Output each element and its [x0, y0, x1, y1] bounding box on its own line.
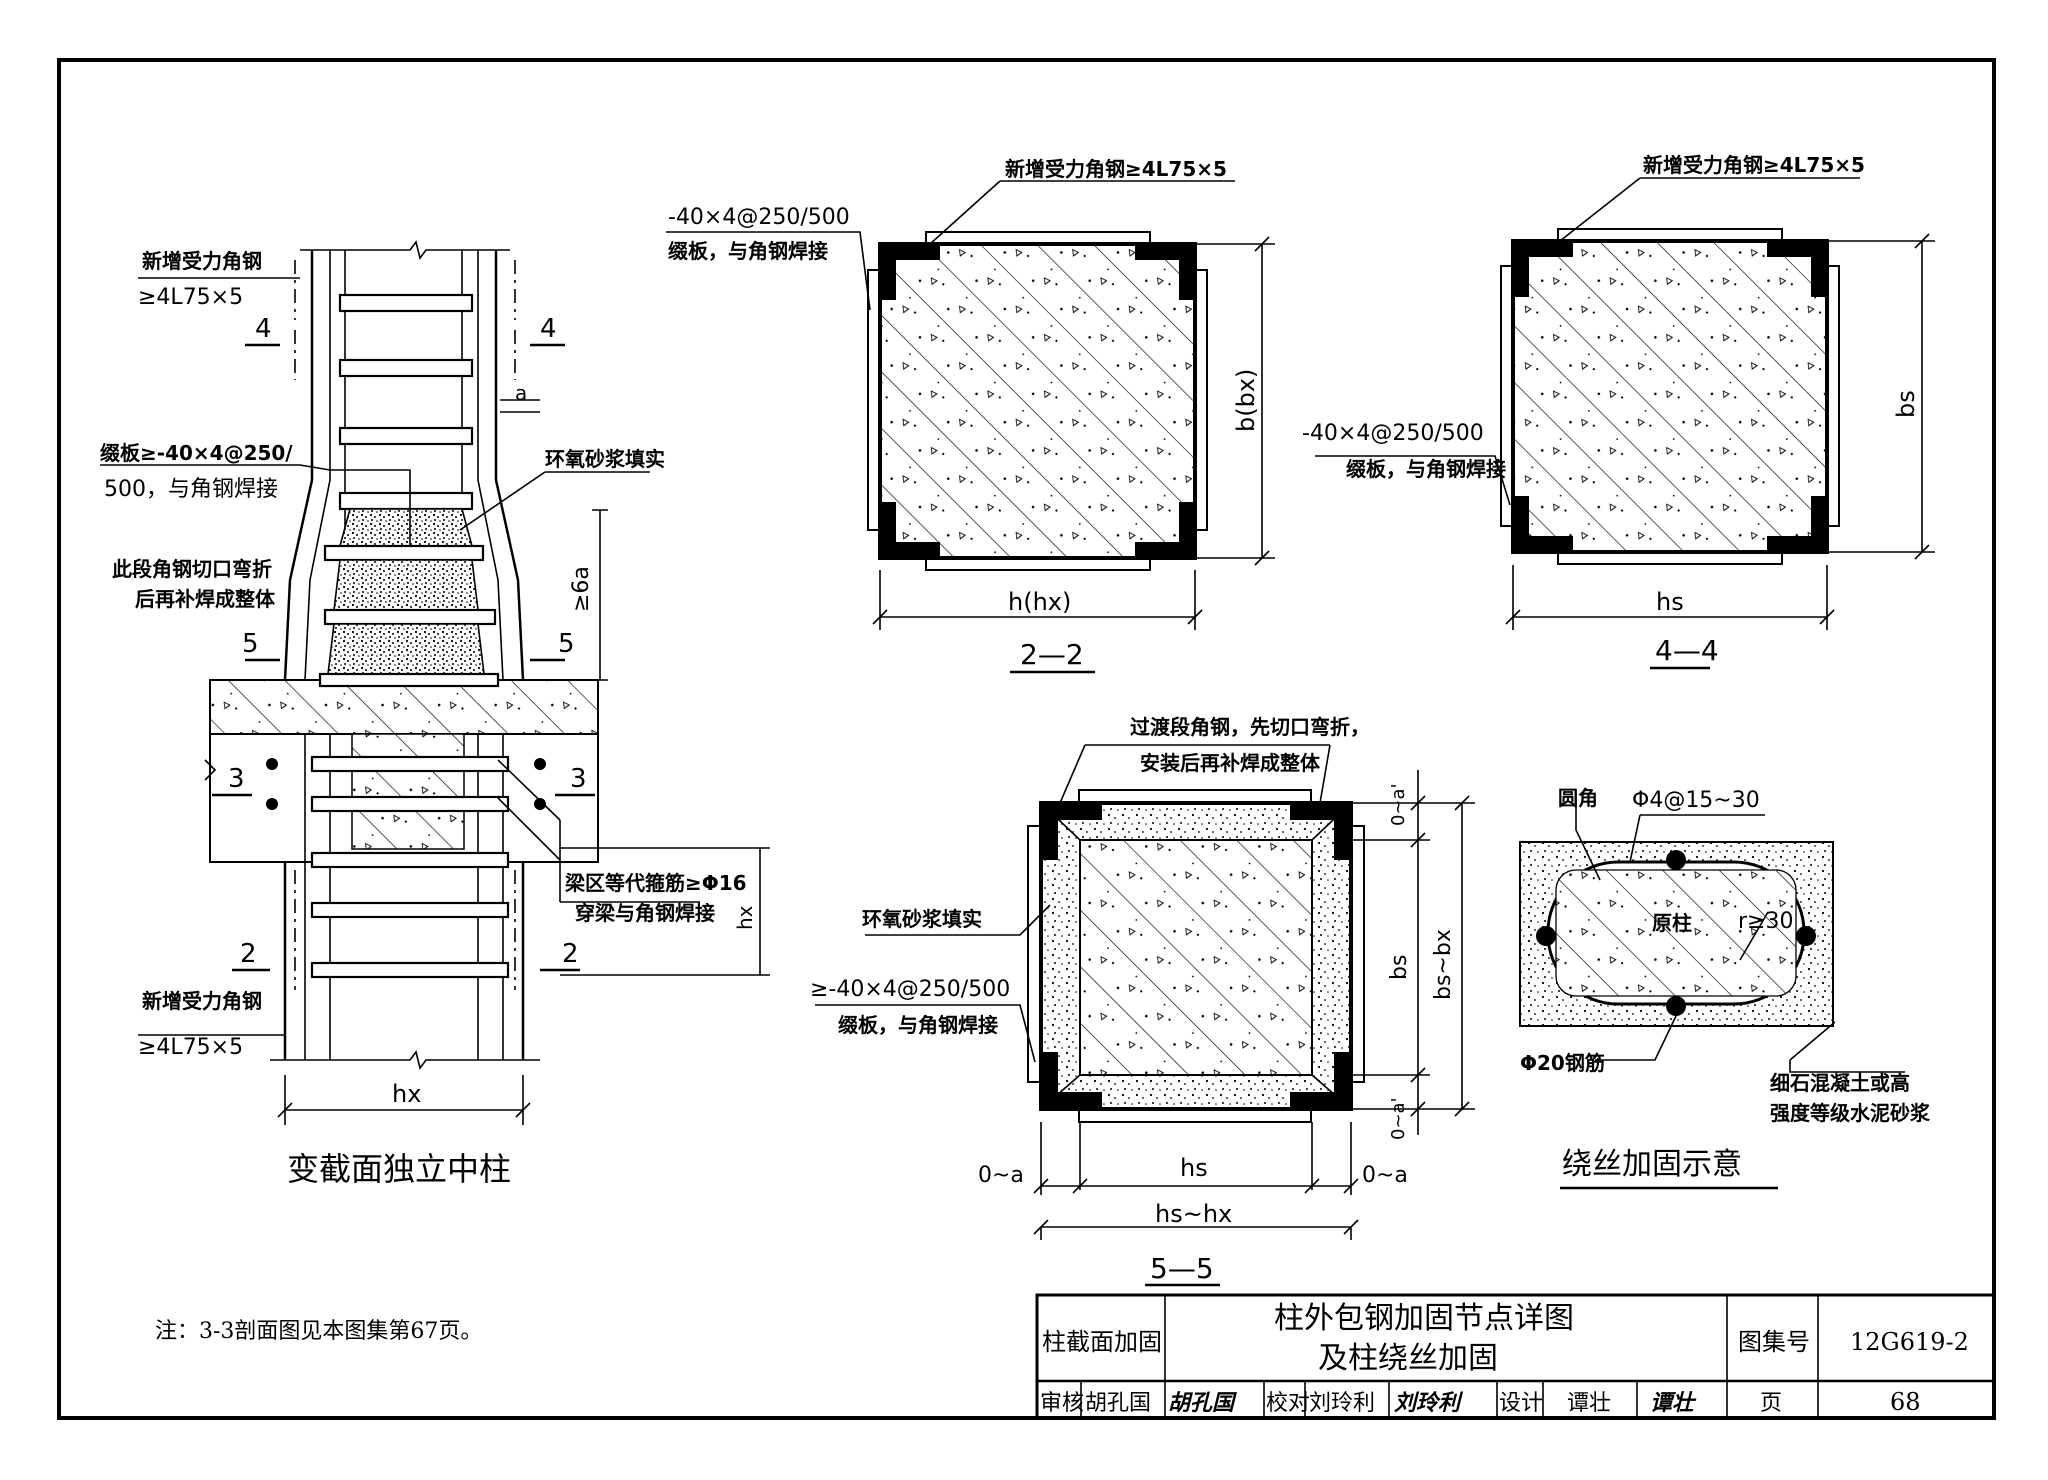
tb-page-label: 页	[1760, 1391, 1782, 1416]
dim-hs-4-4: hs	[1656, 588, 1684, 616]
dim-0a-right: 0~a	[1362, 1163, 1408, 1188]
break-line-bottom	[270, 1050, 540, 1070]
section-title-2-2: 2—2	[1020, 638, 1084, 671]
tb-atlas-label: 图集号	[1738, 1328, 1810, 1356]
cut-2-right: 2	[562, 939, 579, 969]
original-core	[1079, 839, 1313, 1076]
label-radius: r≥30	[1738, 909, 1793, 934]
label-wire: Φ4@15~30	[1632, 788, 1760, 813]
label-batten-4-4-b: 缀板，与角钢焊接	[1346, 457, 1506, 481]
label-batten-4-4: -40×4@250/500	[1302, 421, 1484, 446]
label-new-angle-top: 新增受力角钢	[142, 249, 262, 273]
dim-hx-vertical: hx	[733, 905, 757, 930]
label-epoxy-5-5: 环氧砂浆填实	[862, 907, 982, 931]
dim-b-2-2: b(bx)	[1232, 369, 1260, 432]
dim-0a-bottom: 0~a'	[1388, 1097, 1409, 1140]
cut-3-left: 3	[228, 764, 245, 794]
dim-hs-5-5: hs	[1180, 1154, 1208, 1182]
drawing-title-line2: 及柱绕丝加固	[1318, 1341, 1498, 1376]
cut-4-left: 4	[255, 314, 272, 344]
tb-page-no: 68	[1890, 1388, 1921, 1416]
tb-reviewer: 胡孔国	[1085, 1391, 1151, 1416]
section-5-5	[815, 744, 1475, 1287]
label-batten-5-5: ≥-40×4@250/500	[810, 977, 1010, 1002]
label-transition-2: 安装后再补焊成整体	[1140, 751, 1321, 775]
tb-category: 柱截面加固	[1042, 1328, 1162, 1356]
label-angle-4-4: 新增受力角钢≥4L75×5	[1643, 153, 1865, 177]
title-block	[1035, 1293, 1996, 1420]
label-new-angle-bottom: 新增受力角钢	[142, 989, 262, 1013]
concrete-core	[1512, 240, 1828, 553]
section-title-5-5: 5—5	[1150, 1252, 1214, 1285]
tb-atlas-no: 12G619-2	[1850, 1328, 1969, 1356]
tb-review-label: 审核	[1040, 1391, 1084, 1416]
label-mortar-2: 强度等级水泥砂浆	[1770, 1101, 1931, 1125]
tb-designer: 谭壮	[1567, 1391, 1611, 1416]
label-batten: 缀板≥-40×4@250/	[100, 441, 293, 465]
cut-5-left: 5	[242, 629, 259, 659]
label-new-angle-bottom-spec: ≥4L75×5	[138, 1035, 243, 1060]
tb-check-label: 校对	[1266, 1391, 1310, 1416]
label-cut-bend: 此段角钢切口弯折	[112, 557, 272, 581]
tb-designer-signature: 谭壮	[1650, 1391, 1697, 1416]
dim-hx: hx	[392, 1080, 421, 1108]
dim-a: a	[515, 381, 527, 405]
label-new-angle-top-spec: ≥4L75×5	[138, 285, 243, 310]
dim-0a-top: 0~a'	[1388, 783, 1409, 826]
note-text: 注：3-3剖面图见本图集第67页。	[155, 1319, 482, 1344]
label-beam-stirrup: 梁区等代箍筋≥Φ16	[564, 871, 747, 895]
sheet-border	[57, 58, 1996, 1420]
label-cut-bend-2: 后再补焊成整体	[135, 587, 276, 611]
label-mortar: 细石混凝土或高	[1770, 1071, 1910, 1095]
elevation-view	[100, 240, 770, 1125]
drawing-title-line1: 柱外包钢加固节点详图	[1274, 1301, 1574, 1336]
tb-checker: 刘玲利	[1309, 1391, 1375, 1416]
label-batten-5-5-b: 缀板，与角钢焊接	[838, 1013, 998, 1037]
label-transition: 过渡段角钢，先切口弯折，	[1130, 715, 1370, 739]
label-batten-2-2: -40×4@250/500	[668, 205, 850, 230]
label-original-column: 原柱	[1652, 911, 1692, 935]
tb-reviewer-signature: 胡孔国	[1168, 1391, 1237, 1416]
dim-0a-left: 0~a	[978, 1163, 1024, 1188]
dim-bs-4-4: bs	[1892, 390, 1920, 418]
beam-core	[351, 733, 465, 850]
dim-hs-hx: hs~hx	[1155, 1200, 1232, 1228]
cut-5-right: 5	[558, 629, 575, 659]
label-epoxy: 环氧砂浆填实	[545, 447, 665, 471]
dim-bs-5-5: bs	[1387, 955, 1412, 980]
wire-wrap-detail	[1519, 790, 1905, 1190]
cut-3-right: 3	[570, 764, 587, 794]
elevation-title: 变截面独立中柱	[287, 1150, 511, 1188]
dim-6a: ≥6a	[569, 566, 594, 612]
wire-wrap-title: 绕丝加固示意	[1562, 1147, 1742, 1182]
section-2-2	[666, 180, 1275, 674]
label-beam-stirrup-2: 穿梁与角钢焊接	[575, 901, 715, 925]
cut-2-left: 2	[240, 939, 257, 969]
concrete-core	[879, 243, 1196, 559]
label-batten-2: 500，与角钢焊接	[104, 477, 278, 502]
section-4-4	[1315, 177, 1935, 670]
tb-design-label: 设计	[1499, 1391, 1543, 1416]
dim-bs-bx: bs~bx	[1431, 929, 1456, 1000]
tb-checker-signature: 刘玲利	[1394, 1391, 1464, 1416]
section-title-4-4: 4—4	[1655, 634, 1719, 667]
dim-h-2-2: h(hx)	[1008, 588, 1071, 616]
label-angle-2-2: 新增受力角钢≥4L75×5	[1005, 157, 1227, 181]
cut-4-right: 4	[540, 314, 557, 344]
label-batten-2-2-b: 缀板，与角钢焊接	[668, 239, 828, 263]
label-round-corner: 圆角	[1558, 786, 1598, 810]
break-line-top	[300, 240, 510, 260]
label-rebar: Φ20钢筋	[1520, 1051, 1605, 1075]
